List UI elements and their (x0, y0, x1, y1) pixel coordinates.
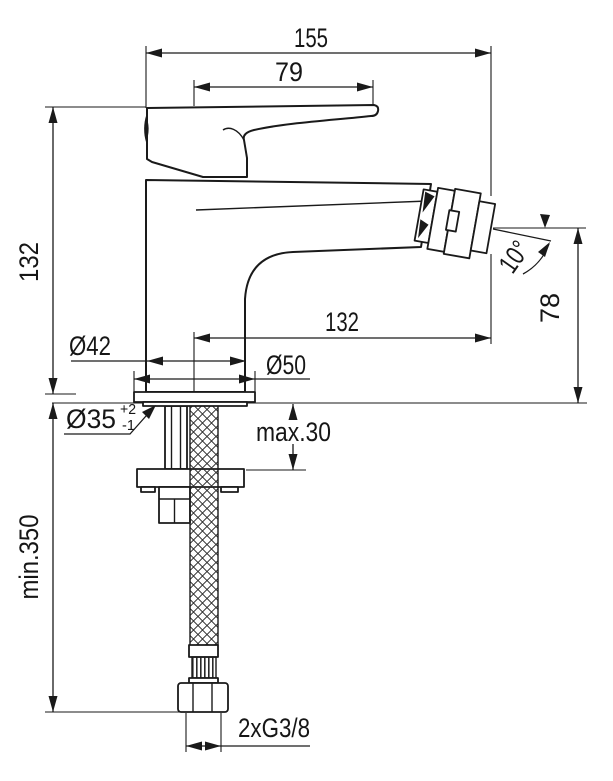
hose-ribbed-section (191, 656, 217, 679)
base-gasket (142, 401, 248, 407)
dim-label-d35-tol-plus: +2 (120, 401, 136, 418)
dim-label-d35: Ø35 (66, 404, 116, 434)
dim-label-10deg: 10° (493, 235, 536, 278)
dim-label-78: 78 (535, 293, 565, 323)
dim-label-d50: Ø50 (266, 350, 306, 380)
dim-label-79: 79 (275, 57, 303, 87)
hose-connector-nut (177, 677, 229, 713)
dim-overall-width-155: 155 (145, 23, 492, 344)
faucet-handle (144, 104, 380, 178)
svg-text:Ø35 +2 -1: Ø35 +2 -1 (66, 401, 140, 434)
dim-label-2xg38: 2xG3/8 (238, 713, 310, 743)
dim-spout-reach-132: 132 (193, 307, 491, 392)
dim-spray-angle-10: 10° (492, 214, 552, 279)
dim-handle-length-79: 79 (193, 57, 374, 106)
braided-hose (189, 406, 219, 645)
dim-base-diameter-50: Ø50 (133, 350, 310, 392)
threaded-rod (164, 405, 188, 470)
dim-max-deck-thickness-30: max.30 (246, 404, 336, 471)
dim-label-max30: max.30 (256, 417, 331, 447)
dim-label-d42: Ø42 (69, 331, 111, 361)
dim-outlet-height-78: 78 (493, 227, 586, 403)
dim-label-155: 155 (294, 23, 328, 53)
faucet-body (145, 179, 432, 393)
dim-label-132-reach: 132 (325, 307, 359, 337)
dim-hose-connection-g38: 2xG3/8 (185, 713, 310, 752)
dim-hole-diameter-35: Ø35 +2 -1 (64, 401, 156, 435)
dim-label-d35-tol-minus: -1 (122, 417, 135, 434)
mounting-nut (158, 486, 191, 524)
handle-edge-shadow (144, 116, 149, 142)
dim-height-132: 132 (14, 106, 146, 395)
dim-label-132-height: 132 (14, 242, 44, 282)
aerator-head (413, 186, 497, 260)
mounting-flange (133, 391, 256, 407)
dim-body-diameter-42: Ø42 (69, 331, 246, 366)
hose-ferrule (188, 644, 219, 658)
dim-min-hose-length-350: min.350 (14, 403, 222, 713)
dim-label-min350: min.350 (14, 515, 44, 600)
